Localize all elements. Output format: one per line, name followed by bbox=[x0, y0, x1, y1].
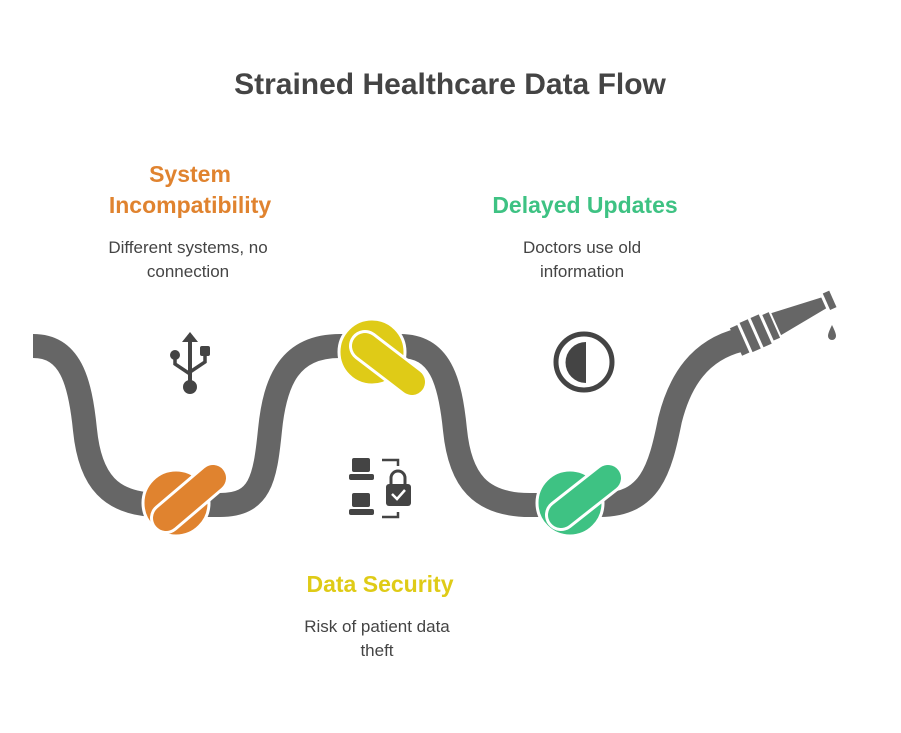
heading-delayed-updates: Delayed Updates bbox=[492, 192, 678, 218]
knot-green bbox=[535, 462, 624, 538]
desc-line: Different systems, no bbox=[108, 238, 268, 257]
knot-yellow bbox=[337, 317, 428, 398]
water-drop-icon bbox=[828, 325, 836, 340]
desc-line: Doctors use old bbox=[522, 238, 642, 257]
desc-line: connection bbox=[146, 262, 230, 281]
desc-delayed-updates: Doctors use old information bbox=[523, 236, 641, 284]
usb-icon bbox=[170, 332, 210, 394]
hose-nozzle bbox=[729, 290, 837, 356]
heading-data-security: Data Security bbox=[306, 571, 454, 597]
desc-line: theft bbox=[360, 641, 394, 660]
laptops-lock-icon bbox=[349, 458, 411, 519]
desc-line: information bbox=[539, 262, 625, 281]
desc-system-incompatibility: Different systems, no connection bbox=[108, 236, 267, 284]
heading-line: System bbox=[149, 161, 231, 187]
page-title: Strained Healthcare Data Flow bbox=[234, 68, 666, 101]
heading-line: Incompatibility bbox=[108, 192, 272, 218]
contrast-icon bbox=[553, 331, 615, 393]
desc-line: Risk of patient data bbox=[304, 617, 450, 636]
desc-data-security: Risk of patient data theft bbox=[304, 615, 450, 663]
knot-orange bbox=[141, 462, 229, 538]
heading-system-incompatibility: System Incompatibility bbox=[109, 159, 271, 221]
